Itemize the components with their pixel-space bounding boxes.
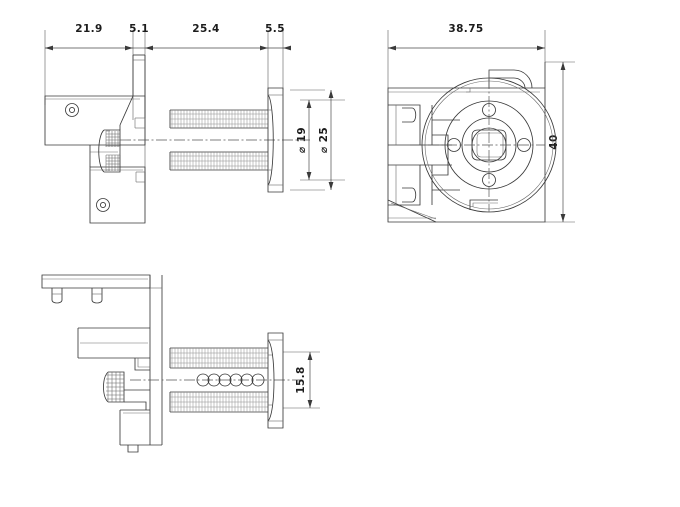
front-view-dimension-chain: 21.9 5.1 25.4 5.5 bbox=[44, 23, 291, 200]
plan-view-mounting-plate bbox=[42, 275, 150, 303]
set-screw-thread-upper bbox=[105, 130, 120, 147]
arrowhead-d25-top bbox=[328, 90, 334, 98]
side-view-dimensions: 38.75 40 bbox=[387, 23, 575, 223]
arrowhead-40-bot bbox=[560, 214, 566, 222]
arrowhead-right-2 bbox=[260, 45, 268, 51]
side-profile-view: 38.75 40 bbox=[388, 23, 575, 222]
arrowhead-38-75-left bbox=[388, 45, 396, 51]
plan-view-threaded-barrel bbox=[130, 348, 300, 412]
plan-pin-left bbox=[52, 288, 62, 303]
plan-set-screw-base bbox=[124, 402, 146, 410]
barrel-thread-upper-hatch bbox=[170, 110, 268, 128]
bracket-hole-upper-inner bbox=[69, 107, 74, 112]
bracket-lower-plate bbox=[90, 167, 145, 223]
plan-view-bracket-body bbox=[78, 275, 162, 452]
dimension-label-15-8: 15.8 bbox=[295, 366, 307, 394]
arrowhead-40-top bbox=[560, 62, 566, 70]
front-view-threaded-barrel bbox=[120, 110, 310, 170]
side-view-rotor-notch bbox=[470, 200, 498, 210]
cam-tail-inner bbox=[489, 78, 525, 88]
side-view-internal-structure bbox=[388, 105, 460, 205]
rotor-notch-inner bbox=[472, 202, 498, 207]
arrowhead-left-2 bbox=[145, 45, 153, 51]
side-slot-lower bbox=[402, 188, 416, 202]
plan-arm-step-inner bbox=[137, 358, 150, 368]
arrowhead-d25-bot bbox=[328, 182, 334, 190]
arrowhead-d19-bot bbox=[306, 172, 312, 180]
rotor-notch-profile bbox=[470, 200, 498, 210]
dimension-label-25-4: 25.4 bbox=[192, 23, 220, 35]
plan-section-view: 15.8 bbox=[42, 275, 320, 452]
dimension-label-5-1: 5.1 bbox=[129, 23, 149, 35]
dimension-label-21-9: 21.9 bbox=[75, 23, 103, 35]
front-view-mounting-bracket bbox=[45, 55, 145, 223]
arrowhead-15-8-top bbox=[307, 352, 313, 360]
cam-tail-profile bbox=[489, 70, 532, 88]
plan-head-flange-inner bbox=[268, 340, 274, 421]
side-slot-upper bbox=[402, 108, 416, 122]
side-view-body-outline bbox=[388, 88, 545, 222]
front-section-view: 21.9 5.1 25.4 5.5 ⌀ 19 ⌀ 25 bbox=[45, 23, 345, 223]
plan-arm-step bbox=[135, 358, 150, 370]
side-view-cam-tail bbox=[466, 62, 545, 93]
dimension-label-38-75: 38.75 bbox=[448, 23, 483, 35]
dimension-label-40: 40 bbox=[548, 134, 560, 149]
head-flange-outline bbox=[268, 88, 283, 192]
plan-view-dimension: 15.8 bbox=[283, 351, 320, 409]
front-view-diameter-dimensions: ⌀ 19 ⌀ 25 bbox=[290, 89, 345, 191]
side-body-chamfer-inner bbox=[390, 202, 437, 220]
side-body-rect bbox=[388, 88, 545, 222]
lock-hole-right bbox=[518, 139, 531, 152]
plan-set-screw-threads bbox=[106, 372, 124, 402]
dimension-label-d25: ⌀ 25 bbox=[318, 127, 330, 153]
plan-barrel-lower-hatch bbox=[170, 392, 268, 412]
plan-set-screw-tip bbox=[104, 372, 109, 402]
cam-tail-notch bbox=[466, 88, 471, 93]
plan-barrel-upper-hatch bbox=[170, 348, 268, 368]
arrowhead-left-1 bbox=[45, 45, 53, 51]
arrowhead-15-8-bot bbox=[307, 400, 313, 408]
plan-view-set-screw bbox=[104, 372, 151, 410]
arrowhead-right-1 bbox=[125, 45, 133, 51]
arrowhead-left-3 bbox=[283, 45, 291, 51]
front-view-set-screw bbox=[99, 130, 120, 172]
lock-plug-profile bbox=[472, 130, 506, 160]
bracket-chamfer-upper bbox=[120, 96, 133, 125]
arrowhead-38-75-right bbox=[537, 45, 545, 51]
bracket-hole-lower-inner bbox=[100, 202, 105, 207]
front-view-head-flange bbox=[268, 88, 283, 192]
arrowhead-d19-top bbox=[306, 100, 312, 108]
bracket-hole-lower-outer bbox=[97, 199, 110, 212]
head-flange-inner-profile bbox=[268, 95, 273, 185]
side-rib-lower bbox=[388, 165, 420, 205]
lock-plug-profile-inner bbox=[476, 132, 504, 158]
barrel-thread-lower-hatch bbox=[170, 152, 268, 170]
plan-view-head-flange bbox=[268, 333, 283, 428]
plan-lower-tab bbox=[128, 445, 138, 452]
bracket-upper-plate bbox=[45, 96, 145, 145]
side-body-chamfer bbox=[388, 200, 436, 222]
side-hub-housing bbox=[432, 135, 448, 175]
set-screw-thread-lower bbox=[105, 154, 120, 171]
dimension-label-5-5: 5.5 bbox=[265, 23, 285, 35]
plan-head-flange-outline bbox=[268, 333, 283, 428]
bracket-hole-upper-outer bbox=[66, 104, 79, 117]
set-screw-tip bbox=[99, 130, 104, 172]
side-rib-upper bbox=[388, 105, 420, 145]
plan-pin-right bbox=[92, 288, 102, 303]
plan-top-plate bbox=[42, 275, 150, 288]
